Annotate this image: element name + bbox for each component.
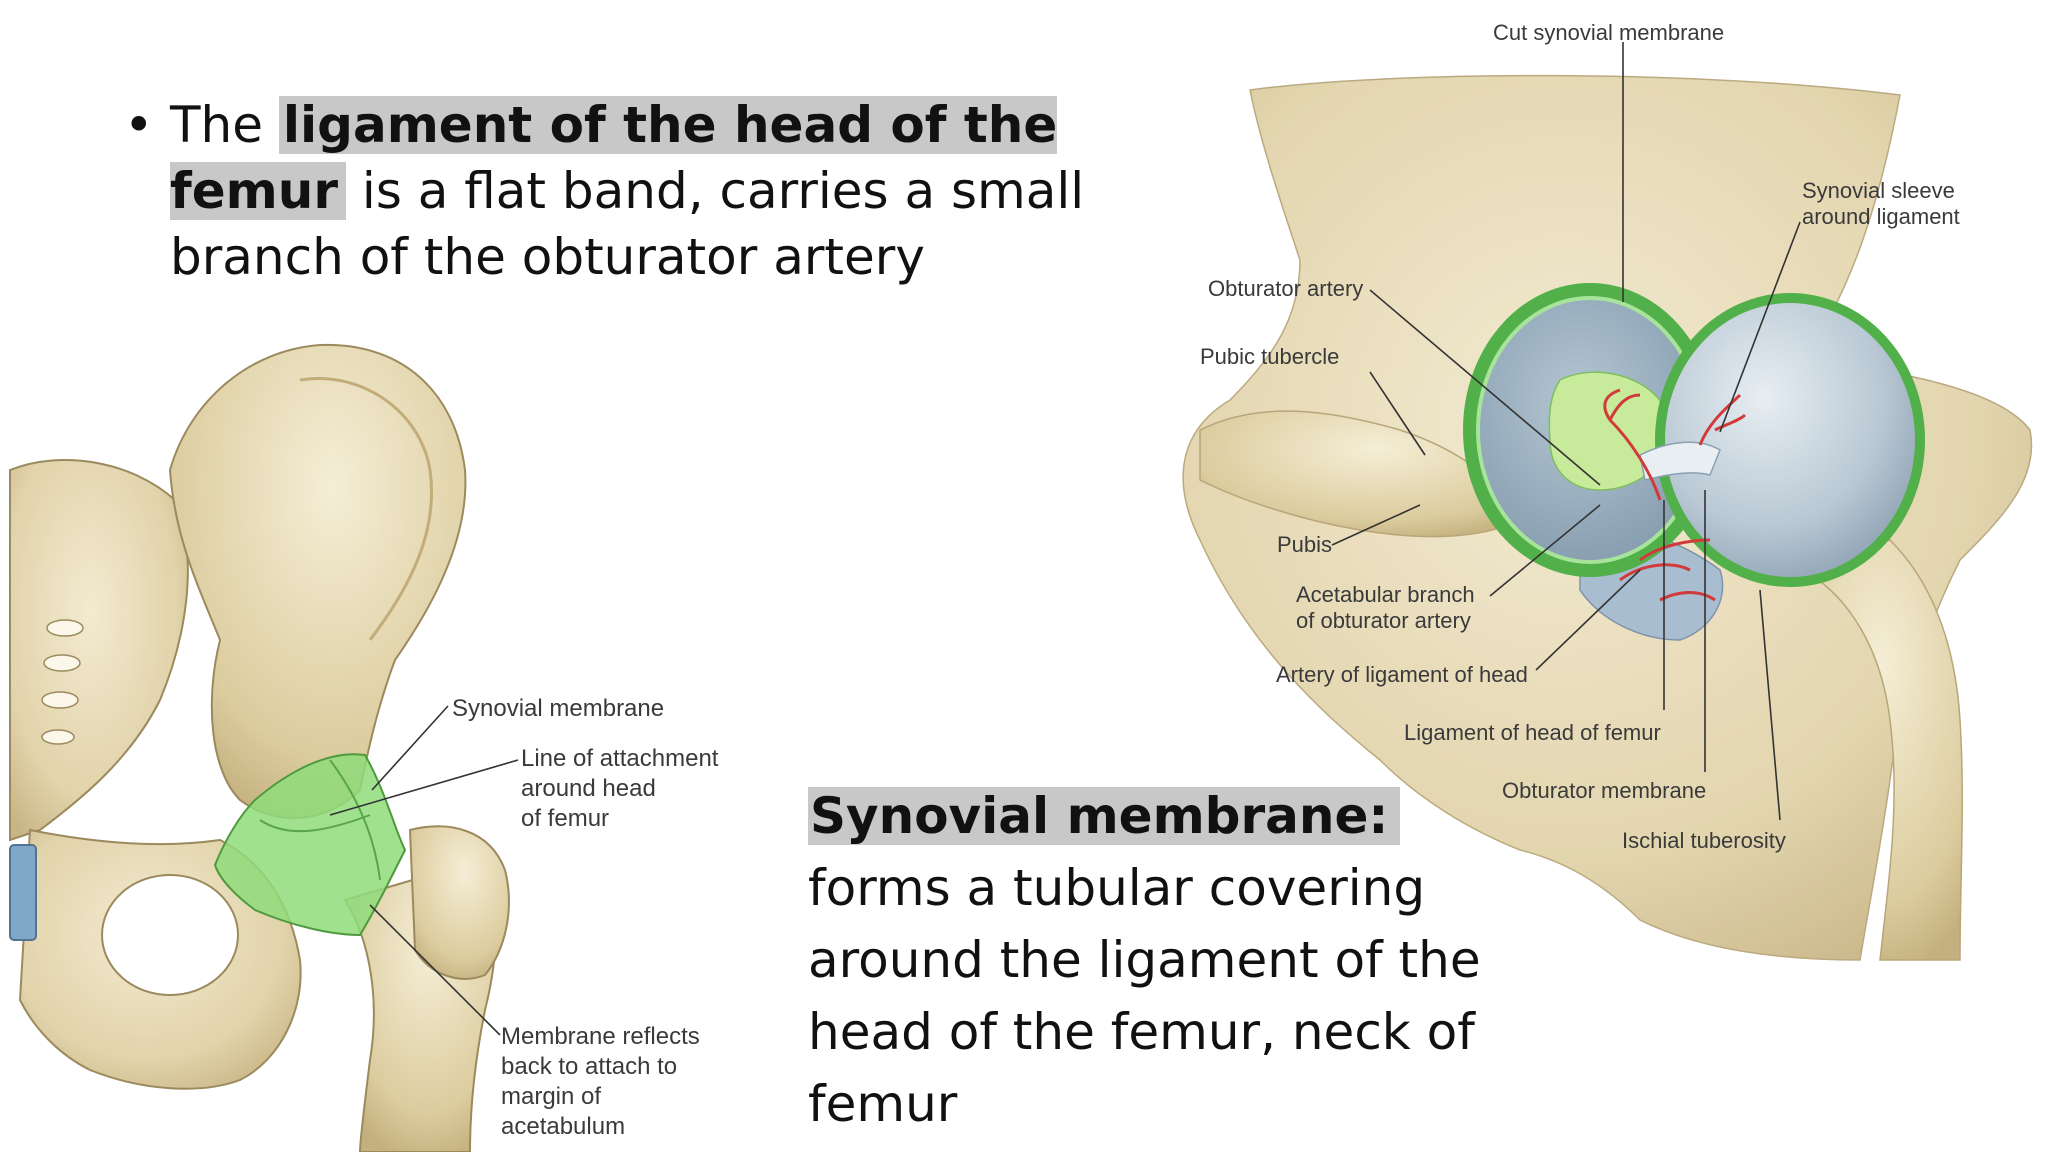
label-artery-of-ligament: Artery of ligament of head xyxy=(1276,662,1528,687)
label-cut-synovial-membrane: Cut synovial membrane xyxy=(1493,20,1725,45)
synovial-note: Synovial membrane: forms a tubular cover… xyxy=(808,780,1528,1140)
bullet-rest: is a flat band, carries a small branch o… xyxy=(170,162,1085,286)
synovial-rest: forms a tubular covering around the liga… xyxy=(808,859,1481,1133)
bullet-dot: • xyxy=(124,96,154,154)
label-obturator-artery: Obturator artery xyxy=(1208,276,1364,301)
right-hip-illustration xyxy=(1182,42,2033,961)
label-pubic-tubercle: Pubic tubercle xyxy=(1200,344,1340,369)
label-pubis: Pubis xyxy=(1277,532,1333,557)
label-synovial-sleeve: Synovial sleeve around ligament xyxy=(1802,178,1960,229)
left-hip-illustration xyxy=(9,343,519,1152)
label-membrane-reflects: Membrane reflects back to attach to marg… xyxy=(501,1023,700,1140)
label-ischial-tuberosity: Ischial tuberosity xyxy=(1622,828,1786,853)
label-ligament-of-head: Ligament of head of femur xyxy=(1404,720,1661,745)
bullet-text: The ligament of the head of the femur is… xyxy=(170,92,1166,290)
label-line-of-attachment: Line of attachment around head of femur xyxy=(521,745,719,832)
bullet-point: • The ligament of the head of the femur … xyxy=(124,92,1166,290)
synovial-highlight: Synovial membrane: xyxy=(808,787,1401,845)
label-acetabular-branch: Acetabular branch of obturator artery xyxy=(1296,582,1475,633)
label-obturator-membrane: Obturator membrane xyxy=(1502,778,1707,803)
bullet-prefix: The xyxy=(170,96,279,154)
label-synovial-membrane: Synovial membrane xyxy=(452,695,665,722)
